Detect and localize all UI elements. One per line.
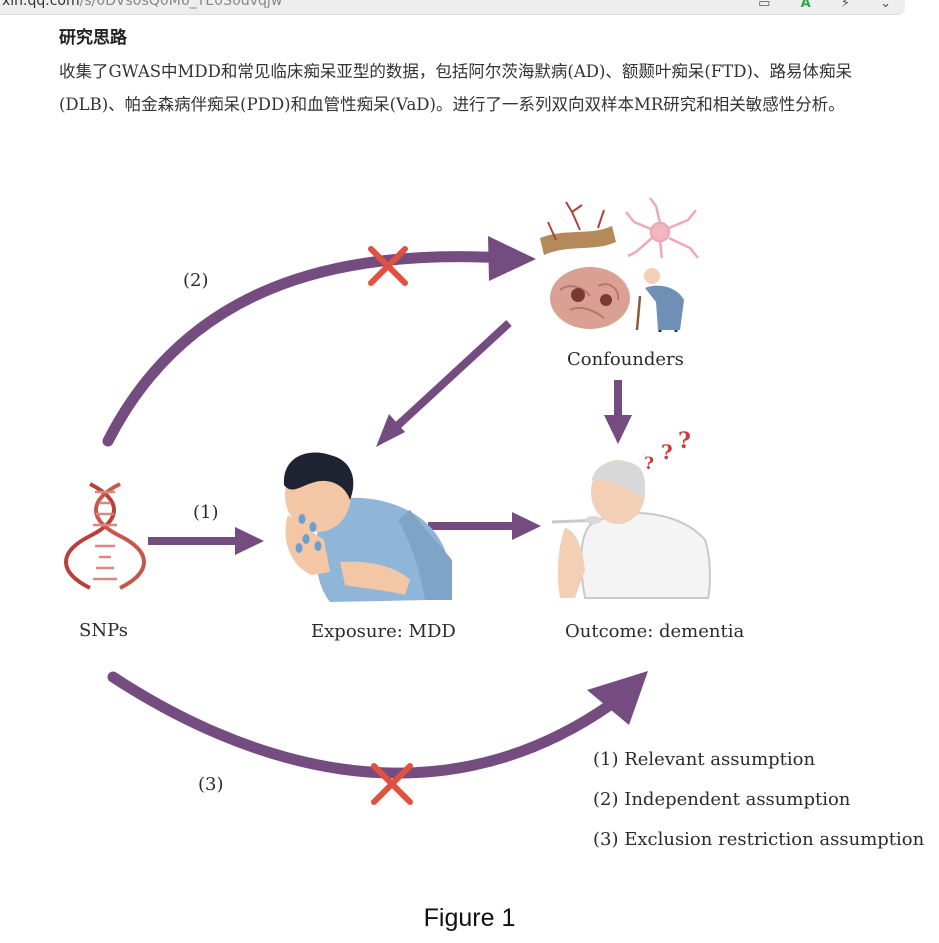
arrow-confounders-to-exposure <box>392 320 512 431</box>
brain-icon <box>550 267 630 329</box>
legend-item-exclusion: (3) Exclusion restriction assumption <box>593 829 925 850</box>
depressed-person-illustration <box>283 452 452 602</box>
extension-icon[interactable]: ⚡ <box>840 0 850 11</box>
blood-vessel-icon <box>540 201 616 255</box>
svg-text:?: ? <box>644 454 654 474</box>
snps-label: SNPs <box>79 620 128 641</box>
path-label-exclusion: (3) <box>198 774 224 795</box>
url-text[interactable]: xin.qq.com/s/0DVs0sQ0M6_YE0S0dvqjw <box>2 0 283 9</box>
path-label-independent: (2) <box>183 270 209 291</box>
arrowhead-independent <box>488 236 536 281</box>
chevron-down-icon[interactable]: ⌄ <box>880 0 891 11</box>
arc-arrow-exclusion <box>107 671 616 779</box>
path-label-relevant: (1) <box>193 502 219 523</box>
svg-text:?: ? <box>678 428 691 454</box>
arrowhead-exclusion <box>587 671 648 725</box>
figure-caption: Figure 1 <box>423 904 516 932</box>
neuron-icon <box>625 197 699 259</box>
legend-item-independent: (2) Independent assumption <box>593 789 851 810</box>
exposure-label: Exposure: MDD <box>311 621 456 642</box>
question-marks: ? ? ? <box>644 428 691 474</box>
elderly-person-eating-illustration <box>551 460 711 599</box>
translate-icon[interactable]: A <box>800 0 811 11</box>
elderly-with-cane-icon <box>635 268 684 332</box>
reader-mode-icon[interactable]: ▭ <box>758 0 771 11</box>
cross-icon <box>371 763 413 805</box>
article-paragraph: 收集了GWAS中MDD和常见临床痴呆亚型的数据，包括阿尔茨海默病(AD)、额颞叶… <box>59 62 852 114</box>
section-title: 研究思路 <box>59 28 127 48</box>
toolbar-icons: ▭ A ⚡ ⌄ <box>732 0 891 11</box>
cross-icon <box>368 246 408 286</box>
legend-item-relevant: (1) Relevant assumption <box>593 749 816 770</box>
menu-dots-icon[interactable]: °° <box>918 0 932 10</box>
arc-arrow-independent <box>102 251 511 447</box>
dna-icon <box>64 482 146 590</box>
outcome-label: Outcome: dementia <box>565 621 745 642</box>
browser-address-bar[interactable]: xin.qq.com/s/0DVs0sQ0M6_YE0S0dvqjw ▭ A ⚡… <box>0 0 905 15</box>
confounders-label: Confounders <box>567 349 684 370</box>
confounder-icons <box>540 197 699 332</box>
svg-text:?: ? <box>661 440 673 464</box>
